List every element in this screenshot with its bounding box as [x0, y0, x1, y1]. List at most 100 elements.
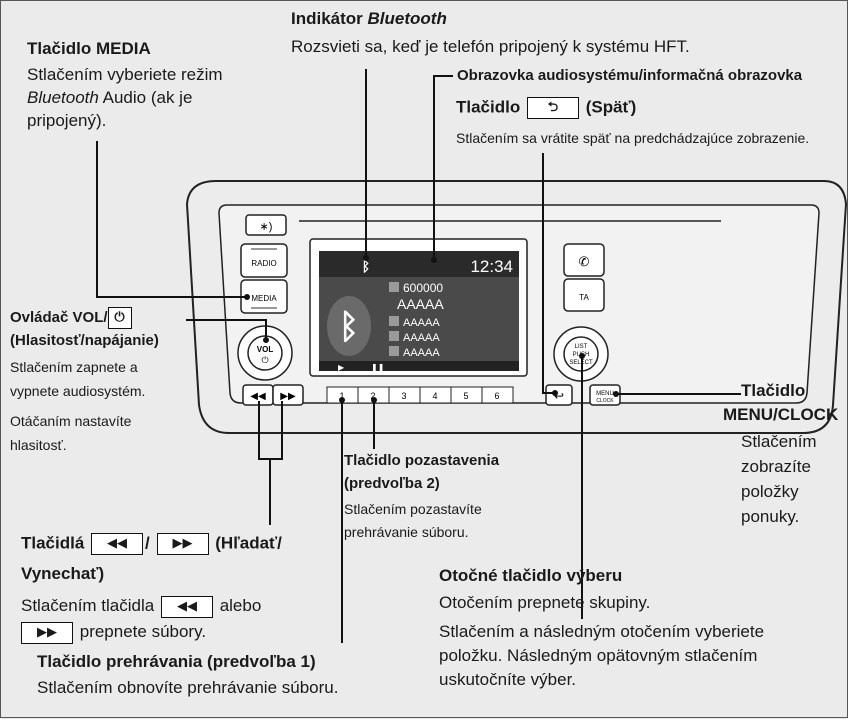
seek-buttons-desc-1: Stlačením tlačidla ◀◀ alebo: [21, 594, 261, 618]
seek-back-desc-icon: ◀◀: [160, 595, 213, 618]
leader-seek-right-v: [281, 401, 283, 459]
screen-bt-icon: ᛒ: [362, 258, 370, 274]
back-button-title: Tlačidlo ⮌ (Späť): [456, 97, 636, 119]
leader-select-v: [581, 357, 583, 619]
seek-desc-1b: alebo: [219, 596, 262, 615]
screen-row-2: AAAAA: [403, 332, 440, 344]
leader-vol-dot: [263, 337, 269, 343]
seek-forward-icon: ▶▶: [280, 391, 296, 402]
leader-screen-h: [433, 75, 453, 77]
menu-clock-desc-1: Stlačením: [741, 432, 817, 451]
leader-play-dot: [339, 397, 345, 403]
seek-forward-title-icon: ▶▶: [156, 533, 209, 555]
seek-back-title-icon: ◀◀: [91, 533, 144, 555]
vol-knob-desc-3: Otáčaním nastavíte: [10, 413, 132, 429]
leader-seek-stem: [269, 458, 271, 525]
menu-clock-desc-2: zobrazíte: [741, 457, 811, 476]
back-button-title-suffix: (Späť): [585, 97, 637, 117]
leader-media-v: [96, 141, 98, 297]
seek-back-icon: ◀◀: [250, 391, 266, 402]
vol-power-icon: ⏻: [261, 355, 268, 365]
leader-bt-v: [365, 69, 367, 257]
screen-row-icon-3: [389, 346, 399, 356]
screen-pause-icon: ❚❚: [371, 363, 384, 372]
media-button-desc-2-rest: Audio (ak je: [98, 88, 193, 107]
select-knob-desc-1: Otočením prepnete skupiny.: [439, 593, 651, 612]
seek-title-prefix: Tlačidlá: [21, 533, 85, 553]
screen-status-bar: [319, 251, 519, 277]
vol-knob-desc-4: hlasitosť.: [10, 437, 67, 453]
back-button-desc: Stlačením sa vrátite späť na predchádzaj…: [456, 130, 810, 146]
bluetooth-indicator-desc: Rozsvieti sa, keď je telefón pripojený k…: [291, 37, 690, 56]
seek-desc-2: prepnete súbory.: [79, 622, 207, 641]
back-arrow-icon: ⮌: [526, 97, 579, 119]
phone-button[interactable]: [563, 243, 605, 277]
leader-menu-dot: [613, 391, 619, 397]
clock-button-label: CLOCK: [596, 398, 614, 404]
pause-button-title-1: Tlačidlo pozastavenia: [344, 452, 500, 469]
screen-bt-logo-bg: [327, 296, 371, 356]
leader-select-dot: [579, 353, 585, 359]
screen-play-bar: [319, 361, 519, 371]
vol-knob-title-1: Ovládač VOL/⏻: [10, 307, 134, 329]
seek-title-sep: /: [145, 533, 150, 553]
vol-knob-title-2: (Hlasitosť/napájanie): [10, 332, 159, 349]
screen-track-icon: [389, 282, 399, 292]
screen-track-title: AAAAA: [397, 296, 444, 312]
screen-row-1: AAAAA: [403, 317, 440, 329]
leader-media-h: [96, 296, 246, 298]
select-knob-desc-2: Stlačením a následným otočením vyberiete: [439, 622, 765, 641]
menu-clock-title-2: MENU/CLOCK: [723, 405, 839, 424]
ta-button-label: TA: [579, 293, 589, 302]
bluetooth-indicator-title-prefix: Indikátor: [291, 9, 363, 28]
bluetooth-indicator-title-italic: Bluetooth: [367, 9, 447, 28]
preset-button-6[interactable]: [481, 386, 514, 404]
back-button-title-prefix: Tlačidlo: [456, 97, 521, 117]
menu-clock-desc-3: položky: [741, 482, 799, 501]
select-knob-desc-4: uskutočníte výber.: [439, 670, 577, 689]
ta-button[interactable]: [563, 278, 605, 312]
leader-media-dot: [244, 294, 250, 300]
vol-knob-title-text: Ovládač VOL/: [10, 308, 108, 326]
media-button-desc-2-italic: Bluetooth: [27, 88, 99, 107]
pause-button-desc-2: prehrávanie súboru.: [344, 524, 469, 540]
vol-knob-label: VOL: [257, 345, 274, 354]
bezel-button-top-left-label: ∗): [260, 221, 273, 233]
pause-button-title-2: (predvoľba 2): [344, 475, 440, 492]
screen-label: Obrazovka audiosystému/informačná obrazo…: [457, 67, 803, 84]
phone-icon: ✆: [579, 254, 590, 269]
preset-label-3: 3: [401, 391, 406, 401]
leader-screen-dot: [431, 257, 437, 263]
seek-forward-desc-icon: ▶▶: [21, 621, 73, 644]
preset-buttons: 1 2 3 4 5 6: [326, 386, 514, 404]
screen-row-3: AAAAA: [403, 347, 440, 359]
play-button-desc: Stlačením obnovíte prehrávanie súboru.: [37, 678, 339, 697]
vol-knob-desc-1: Stlačením zapnete a: [10, 359, 138, 375]
menu-clock-desc-4: ponuky.: [741, 507, 800, 526]
pause-button-desc-1: Stlačením pozastavíte: [344, 501, 482, 517]
seek-forward-button[interactable]: [272, 384, 304, 406]
leader-pause-dot: [371, 397, 377, 403]
seek-buttons-desc-2: ▶▶ prepnete súbory.: [21, 620, 206, 644]
screen-bt-logo: ᛒ: [339, 308, 359, 346]
preset-label-2: 2: [370, 391, 375, 401]
leader-back-v: [542, 153, 544, 393]
media-button-desc-3: pripojený).: [27, 111, 107, 130]
preset-label-6: 6: [494, 391, 499, 401]
bezel-button-top-left[interactable]: [245, 214, 287, 236]
play-button-title: Tlačidlo prehrávania (predvoľba 1): [37, 652, 316, 671]
bluetooth-indicator-title: Indikátor Bluetooth: [291, 9, 447, 29]
menu-clock-title-1: Tlačidlo: [741, 381, 806, 400]
radio-button[interactable]: [240, 243, 288, 278]
screen-time: 12:34: [470, 257, 513, 276]
media-button-title: Tlačidlo MEDIA: [27, 39, 151, 58]
media-button-desc-2: Bluetooth Audio (ak je: [27, 86, 192, 109]
leader-menu-h: [613, 393, 741, 395]
leader-back-h: [542, 392, 554, 394]
leader-bt-dot: [363, 255, 369, 261]
leader-pause-v: [373, 399, 375, 449]
menu-clock-button[interactable]: [589, 384, 621, 406]
screen-track-num: 600000: [403, 281, 443, 295]
